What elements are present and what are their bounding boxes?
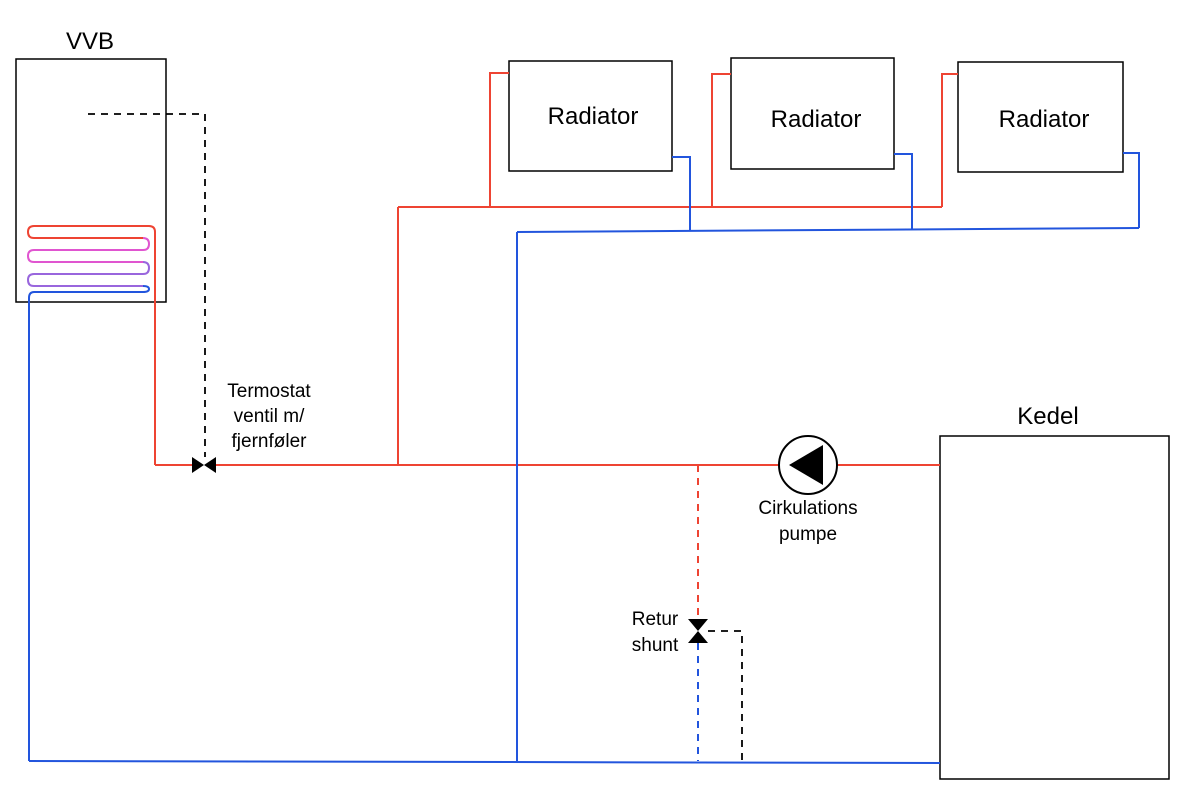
retur-shunt-valve	[688, 619, 708, 643]
shunt-label-line-2: shunt	[632, 635, 679, 656]
remote-sensor-line	[88, 113, 206, 457]
vvb-tank	[15, 58, 167, 303]
radiator-1-box	[508, 60, 673, 172]
return-pipes	[28, 152, 1140, 764]
radiator-3-label: Radiator	[999, 106, 1090, 133]
shunt-label-line-1: Retur	[632, 609, 679, 630]
termostat-label-line-3: fjernføler	[232, 431, 308, 452]
radiator-1-label: Radiator	[548, 103, 639, 130]
radiator-2-box	[730, 57, 895, 170]
kedel-box	[939, 435, 1170, 780]
termostat-label-line-1: Termostat	[227, 381, 311, 402]
radiator-2-label: Radiator	[771, 106, 862, 133]
kedel-label: Kedel	[1017, 403, 1078, 430]
termostat-label-line-2: ventil m/	[234, 406, 305, 427]
pump-label-line-2: pumpe	[779, 524, 837, 545]
radiator-3-box	[957, 61, 1124, 173]
vvb-label: VVB	[66, 28, 114, 55]
termostat-valve	[192, 457, 216, 473]
vvb-heating-coil	[26, 225, 156, 299]
pump-label-line-1: Cirkulations	[758, 498, 857, 519]
circulation-pump	[778, 435, 838, 495]
shunt-control-line	[708, 630, 743, 761]
supply-pipes	[154, 72, 958, 466]
